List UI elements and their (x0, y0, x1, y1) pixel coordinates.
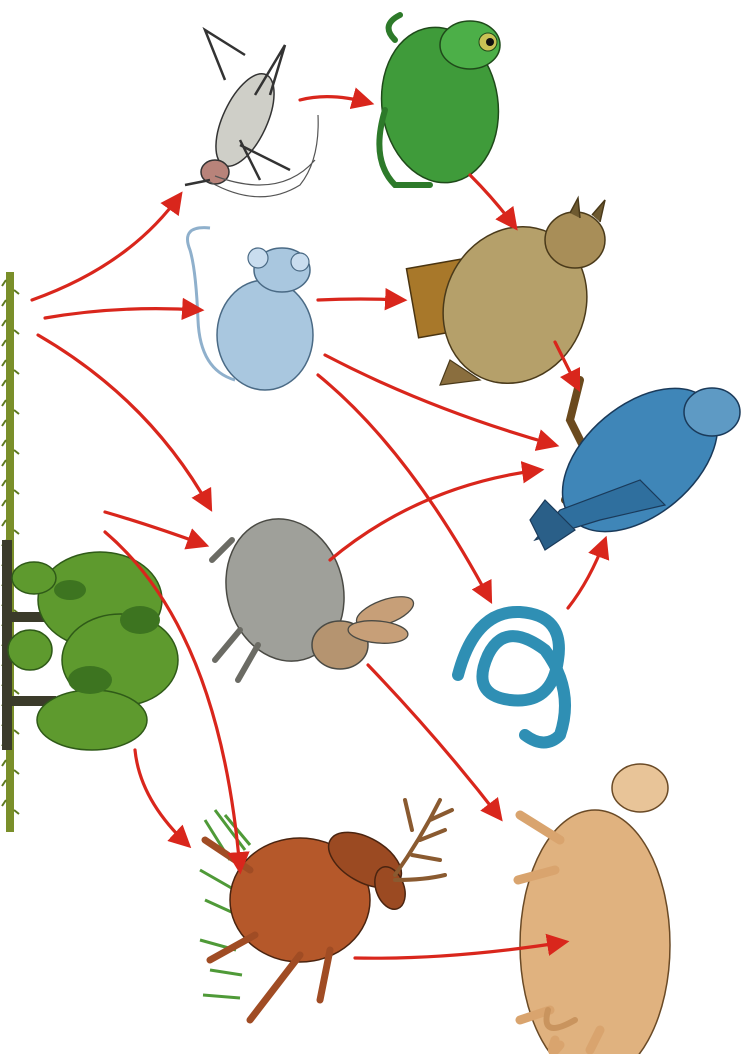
mouse-icon (188, 228, 314, 390)
owl-icon (406, 198, 612, 407)
arrow-trees-to-deer-2 (135, 750, 188, 845)
arrow-trees-to-rabbit (105, 512, 205, 545)
rabbit-icon (210, 505, 417, 680)
arrow-grass-to-rabbit (38, 335, 210, 508)
arrow-rabbit-to-hawk (330, 470, 540, 560)
arrow-mouse-to-owl (318, 299, 403, 300)
food-web-arrows (32, 97, 605, 959)
arrow-grass-to-cricket (32, 195, 180, 300)
snake-icon (458, 612, 565, 743)
hawk-icon (530, 360, 744, 560)
arrow-frog-to-owl (470, 175, 515, 227)
frog-icon (372, 15, 509, 190)
arrow-grass-to-mouse (45, 309, 200, 318)
arrow-cricket-to-frog (300, 97, 370, 103)
cricket-icon (185, 30, 318, 197)
arrow-snake-to-hawk (568, 540, 605, 608)
cougar-icon (518, 764, 670, 1054)
tree-icon (2, 540, 178, 750)
